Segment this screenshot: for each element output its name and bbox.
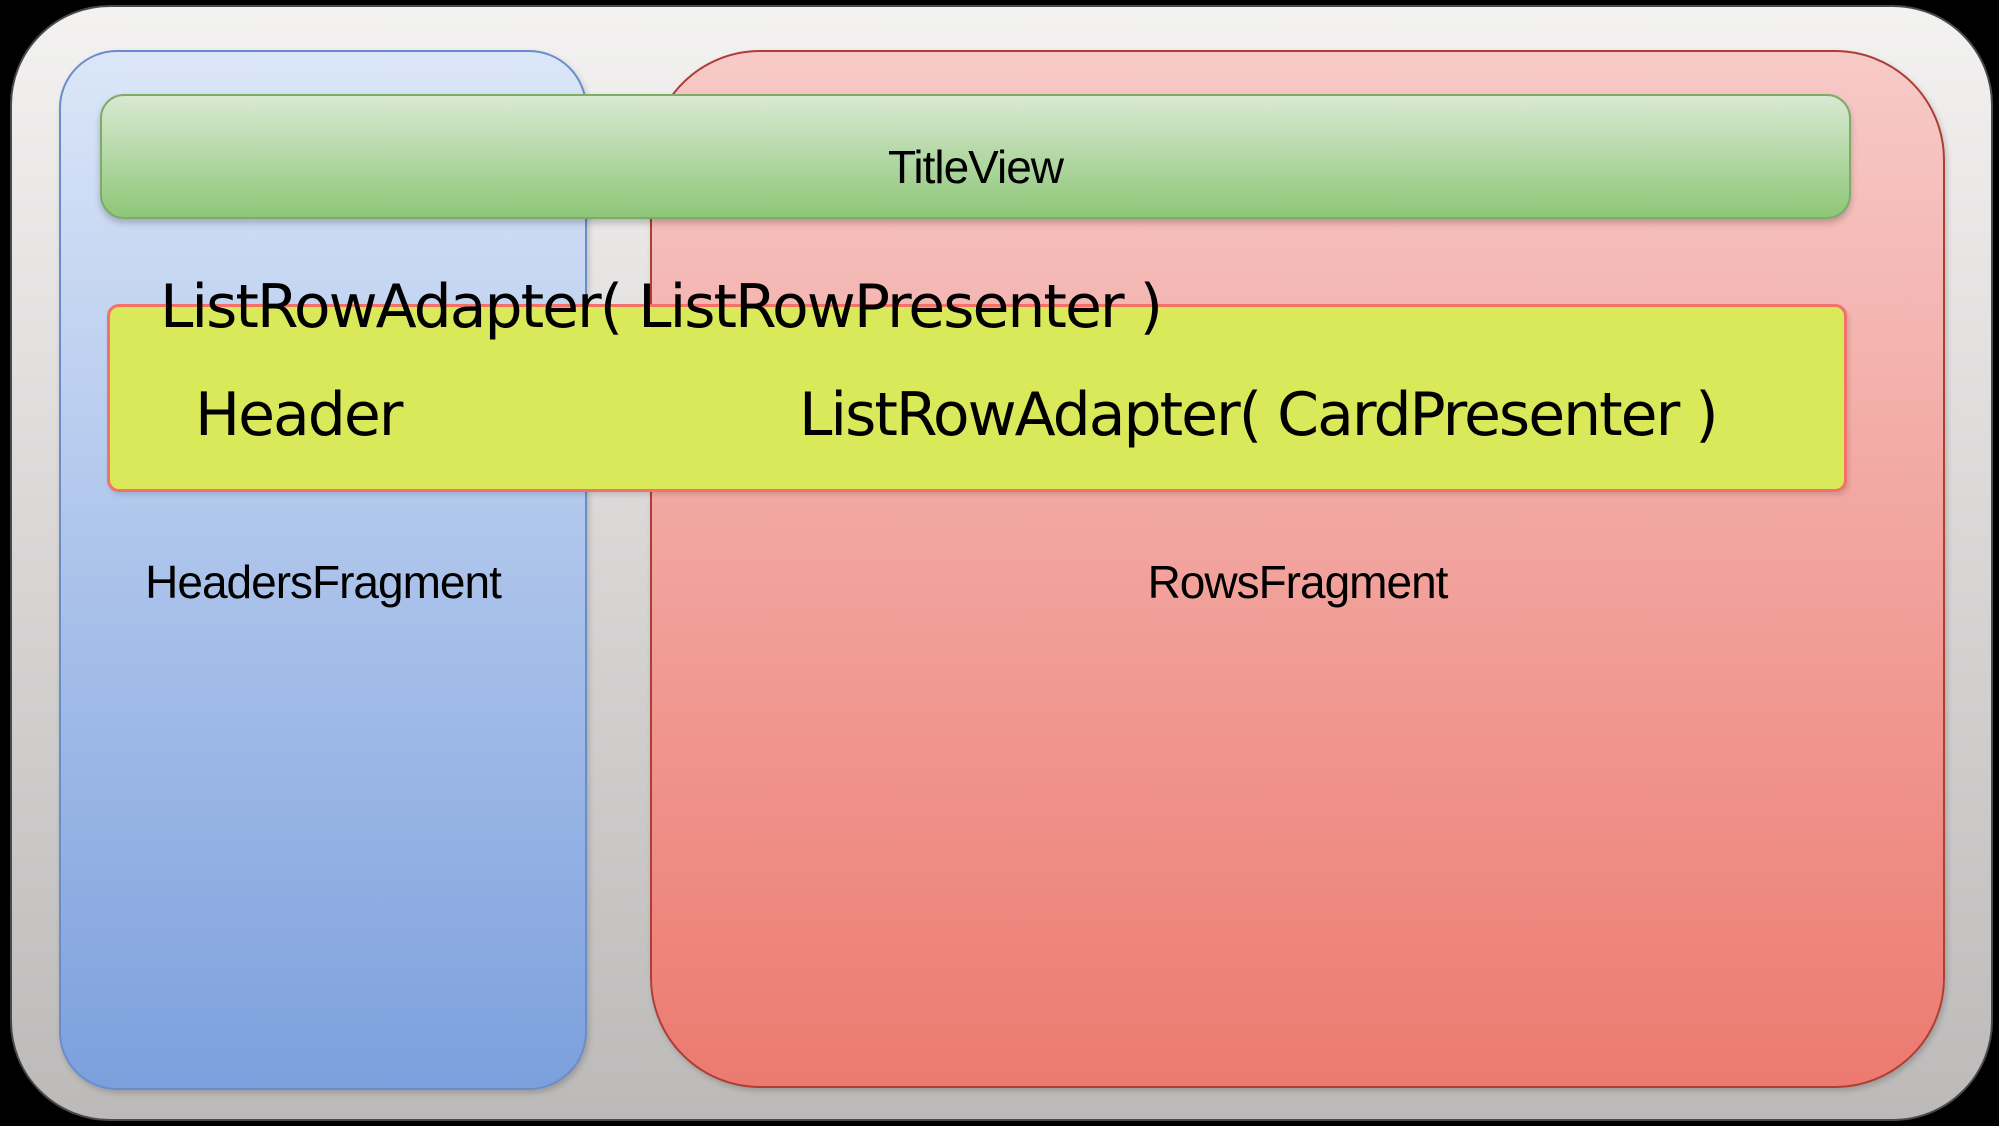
headers-fragment-label: HeadersFragment [145,556,502,608]
title-view-label: TitleView [887,140,1064,193]
header-label: Header [195,380,403,450]
card-presenter-adapter-label: ListRowAdapter( CardPresenter ) [799,380,1719,450]
headers-fragment-box [59,50,587,1090]
rows-fragment-label: RowsFragment [1147,556,1449,608]
rows-fragment-box [650,50,1945,1088]
list-row-box [107,304,1847,492]
browse-fragment-panel: TitleView ListRowAdapter( ListRowPresent… [10,5,1993,1121]
list-row-presenter-adapter-label: ListRowAdapter( ListRowPresenter ) [160,272,1163,342]
title-view-bar: TitleView [100,94,1851,219]
